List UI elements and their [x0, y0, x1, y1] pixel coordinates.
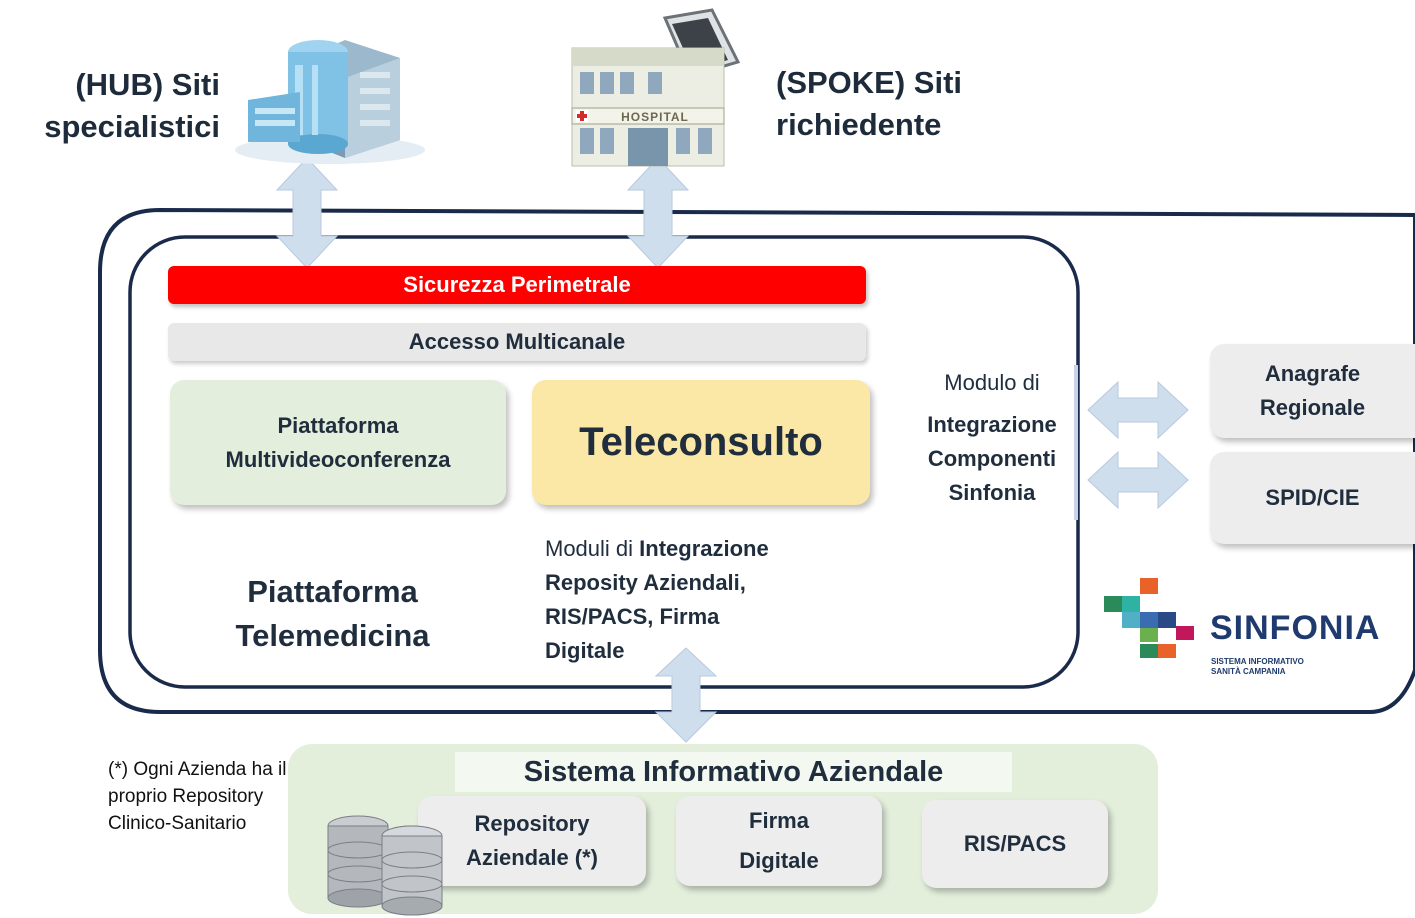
- sinfonia-tag2: SANITÀ CAMPANIA: [1211, 667, 1286, 676]
- hub-label: (HUB) Siti specialistici: [20, 64, 220, 148]
- footnote-line1: (*) Ogni Azienda ha il: [108, 759, 287, 780]
- integration-line4: Digitale: [545, 638, 625, 663]
- sinfonia-tag1: SISTEMA INFORMATIVO: [1211, 657, 1304, 666]
- sia-title: Sistema Informativo Aziendale: [455, 752, 1012, 792]
- telemedicina-line1: Piattaforma: [247, 574, 418, 609]
- arrow-spid: [1087, 450, 1189, 510]
- sinfonia-module-line3: Componenti: [927, 446, 1057, 471]
- videoconference-line2: Multivideoconferenza: [225, 446, 451, 472]
- footnote-line3: Clinico-Sanitario: [108, 813, 247, 834]
- integration-prefix: Moduli di: [545, 536, 640, 561]
- hub-label-line1: (HUB) Siti: [75, 67, 220, 102]
- rispacs-box: RIS/PACS: [922, 800, 1108, 888]
- videoconference-line1: Piattaforma: [277, 412, 399, 438]
- anagrafe-line2: Regionale: [1259, 395, 1366, 420]
- telemedicina-line2: Telemedicina: [235, 618, 430, 653]
- sinfonia-logo-tagline: SISTEMA INFORMATIVO SANITÀ CAMPANIA: [1211, 657, 1304, 677]
- hospital-sign: HOSPITAL: [621, 110, 689, 124]
- repository-box: Repository Aziendale (*): [418, 796, 646, 886]
- sinfonia-module-text: Modulo di Integrazione Componenti Sinfon…: [908, 366, 1076, 510]
- arrow-anagrafe: [1087, 380, 1189, 440]
- hub-label-line2: specialistici: [44, 109, 220, 144]
- sinfonia-module-line4: Sinfonia: [948, 480, 1036, 505]
- integration-line3: RIS/PACS, Firma: [545, 604, 720, 629]
- integration-line2: Reposity Aziendali,: [545, 570, 746, 595]
- spid-box: SPID/CIE: [1210, 452, 1415, 544]
- hub-building-icon: [235, 40, 425, 164]
- integration-bold: Integrazione: [639, 536, 769, 561]
- firma-line2: Digitale: [739, 848, 819, 873]
- arrow-sia: [654, 647, 718, 743]
- spoke-label-line1: (SPOKE) Siti: [776, 65, 963, 100]
- sinfonia-logo-name: SINFONIA: [1210, 609, 1381, 647]
- anagrafe-line1: Anagrafe: [1264, 361, 1361, 386]
- teleconsulto-box: Teleconsulto: [532, 380, 870, 505]
- sinfonia-module-line1: Modulo di: [944, 370, 1040, 395]
- integration-modules-text: Moduli di Integrazione Reposity Aziendal…: [545, 532, 865, 668]
- sinfonia-logo-icon: [1104, 578, 1194, 658]
- footnote-line2: proprio Repository: [108, 786, 264, 807]
- footnote: (*) Ogni Azienda ha il proprio Repositor…: [108, 756, 358, 837]
- spoke-label: (SPOKE) Siti richiedente: [776, 62, 1036, 146]
- videoconference-box: Piattaforma Multivideoconferenza: [170, 380, 506, 505]
- firma-box: Firma Digitale: [676, 796, 882, 886]
- telemedicina-label: Piattaforma Telemedicina: [200, 570, 465, 658]
- spoke-label-line2: richiedente: [776, 107, 942, 142]
- firma-line1: Firma: [749, 808, 809, 833]
- security-bar: Sicurezza Perimetrale: [168, 266, 866, 304]
- outer-frame: [98, 207, 1415, 714]
- spoke-hospital-icon: [571, 8, 741, 167]
- repository-line1: Repository: [474, 811, 590, 836]
- access-bar: Accesso Multicanale: [168, 323, 866, 361]
- sinfonia-module-line2: Integrazione: [927, 412, 1057, 437]
- repository-line2: Aziendale (*): [465, 845, 599, 870]
- anagrafe-box: Anagrafe Regionale: [1210, 344, 1415, 438]
